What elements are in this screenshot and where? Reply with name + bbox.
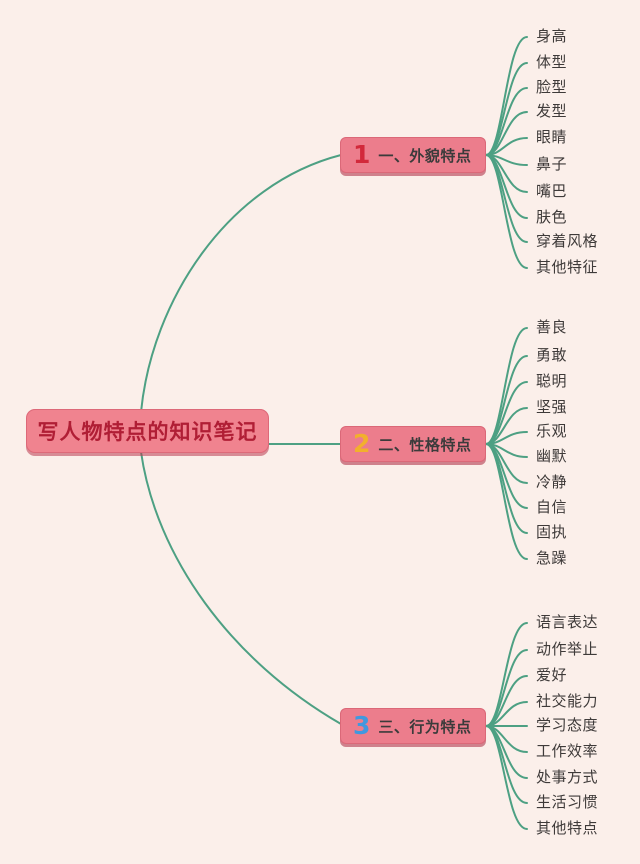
leaf-node[interactable]: 勇敢 xyxy=(536,347,568,364)
branch-label-appearance: 一、外貌特点 xyxy=(378,147,472,165)
leaf-node[interactable]: 其他特点 xyxy=(536,820,599,837)
leaf-node[interactable]: 语言表达 xyxy=(536,614,599,631)
leaf-node[interactable]: 聪明 xyxy=(536,373,568,390)
leaf-node[interactable]: 坚强 xyxy=(536,399,568,416)
branch-node-personality[interactable]: 2 二、性格特点 xyxy=(340,426,486,462)
leaf-node[interactable]: 体型 xyxy=(536,54,568,71)
branch-number-2: 2 xyxy=(353,429,371,458)
leaf-node[interactable]: 处事方式 xyxy=(536,769,599,786)
leaf-node[interactable]: 眼睛 xyxy=(536,129,568,146)
branch-node-behavior[interactable]: 3 三、行为特点 xyxy=(340,708,486,744)
leaf-node[interactable]: 穿着风格 xyxy=(536,233,599,250)
leaf-node[interactable]: 其他特征 xyxy=(536,259,599,276)
branch-label-behavior: 三、行为特点 xyxy=(378,718,472,736)
leaf-node[interactable]: 善良 xyxy=(536,319,568,336)
branch-label-personality: 二、性格特点 xyxy=(378,436,472,454)
root-node[interactable]: 写人物特点的知识笔记 xyxy=(26,409,269,453)
leaf-node[interactable]: 动作举止 xyxy=(536,641,599,658)
leaf-node[interactable]: 冷静 xyxy=(536,474,568,491)
leaf-node[interactable]: 幽默 xyxy=(536,448,568,465)
root-node-label: 写人物特点的知识笔记 xyxy=(37,421,258,444)
leaf-node[interactable]: 生活习惯 xyxy=(536,794,599,811)
leaf-node[interactable]: 身高 xyxy=(536,28,568,45)
leaf-node[interactable]: 爱好 xyxy=(536,667,568,684)
leaf-node[interactable]: 学习态度 xyxy=(536,717,599,734)
leaf-node[interactable]: 嘴巴 xyxy=(536,183,568,200)
leaf-node[interactable]: 鼻子 xyxy=(536,156,568,173)
branch-number-1: 1 xyxy=(353,140,371,169)
leaf-node[interactable]: 固执 xyxy=(536,524,568,541)
leaf-node[interactable]: 乐观 xyxy=(536,423,568,440)
leaf-node[interactable]: 工作效率 xyxy=(536,743,599,760)
leaf-node[interactable]: 急躁 xyxy=(536,550,568,567)
branch-node-appearance[interactable]: 1 一、外貌特点 xyxy=(340,137,486,173)
leaf-node[interactable]: 社交能力 xyxy=(536,693,599,710)
branch-number-3: 3 xyxy=(353,711,371,740)
leaf-node[interactable]: 自信 xyxy=(536,499,568,516)
leaf-node[interactable]: 肤色 xyxy=(536,209,568,226)
leaf-node[interactable]: 发型 xyxy=(536,103,568,120)
leaf-node[interactable]: 脸型 xyxy=(536,79,568,96)
